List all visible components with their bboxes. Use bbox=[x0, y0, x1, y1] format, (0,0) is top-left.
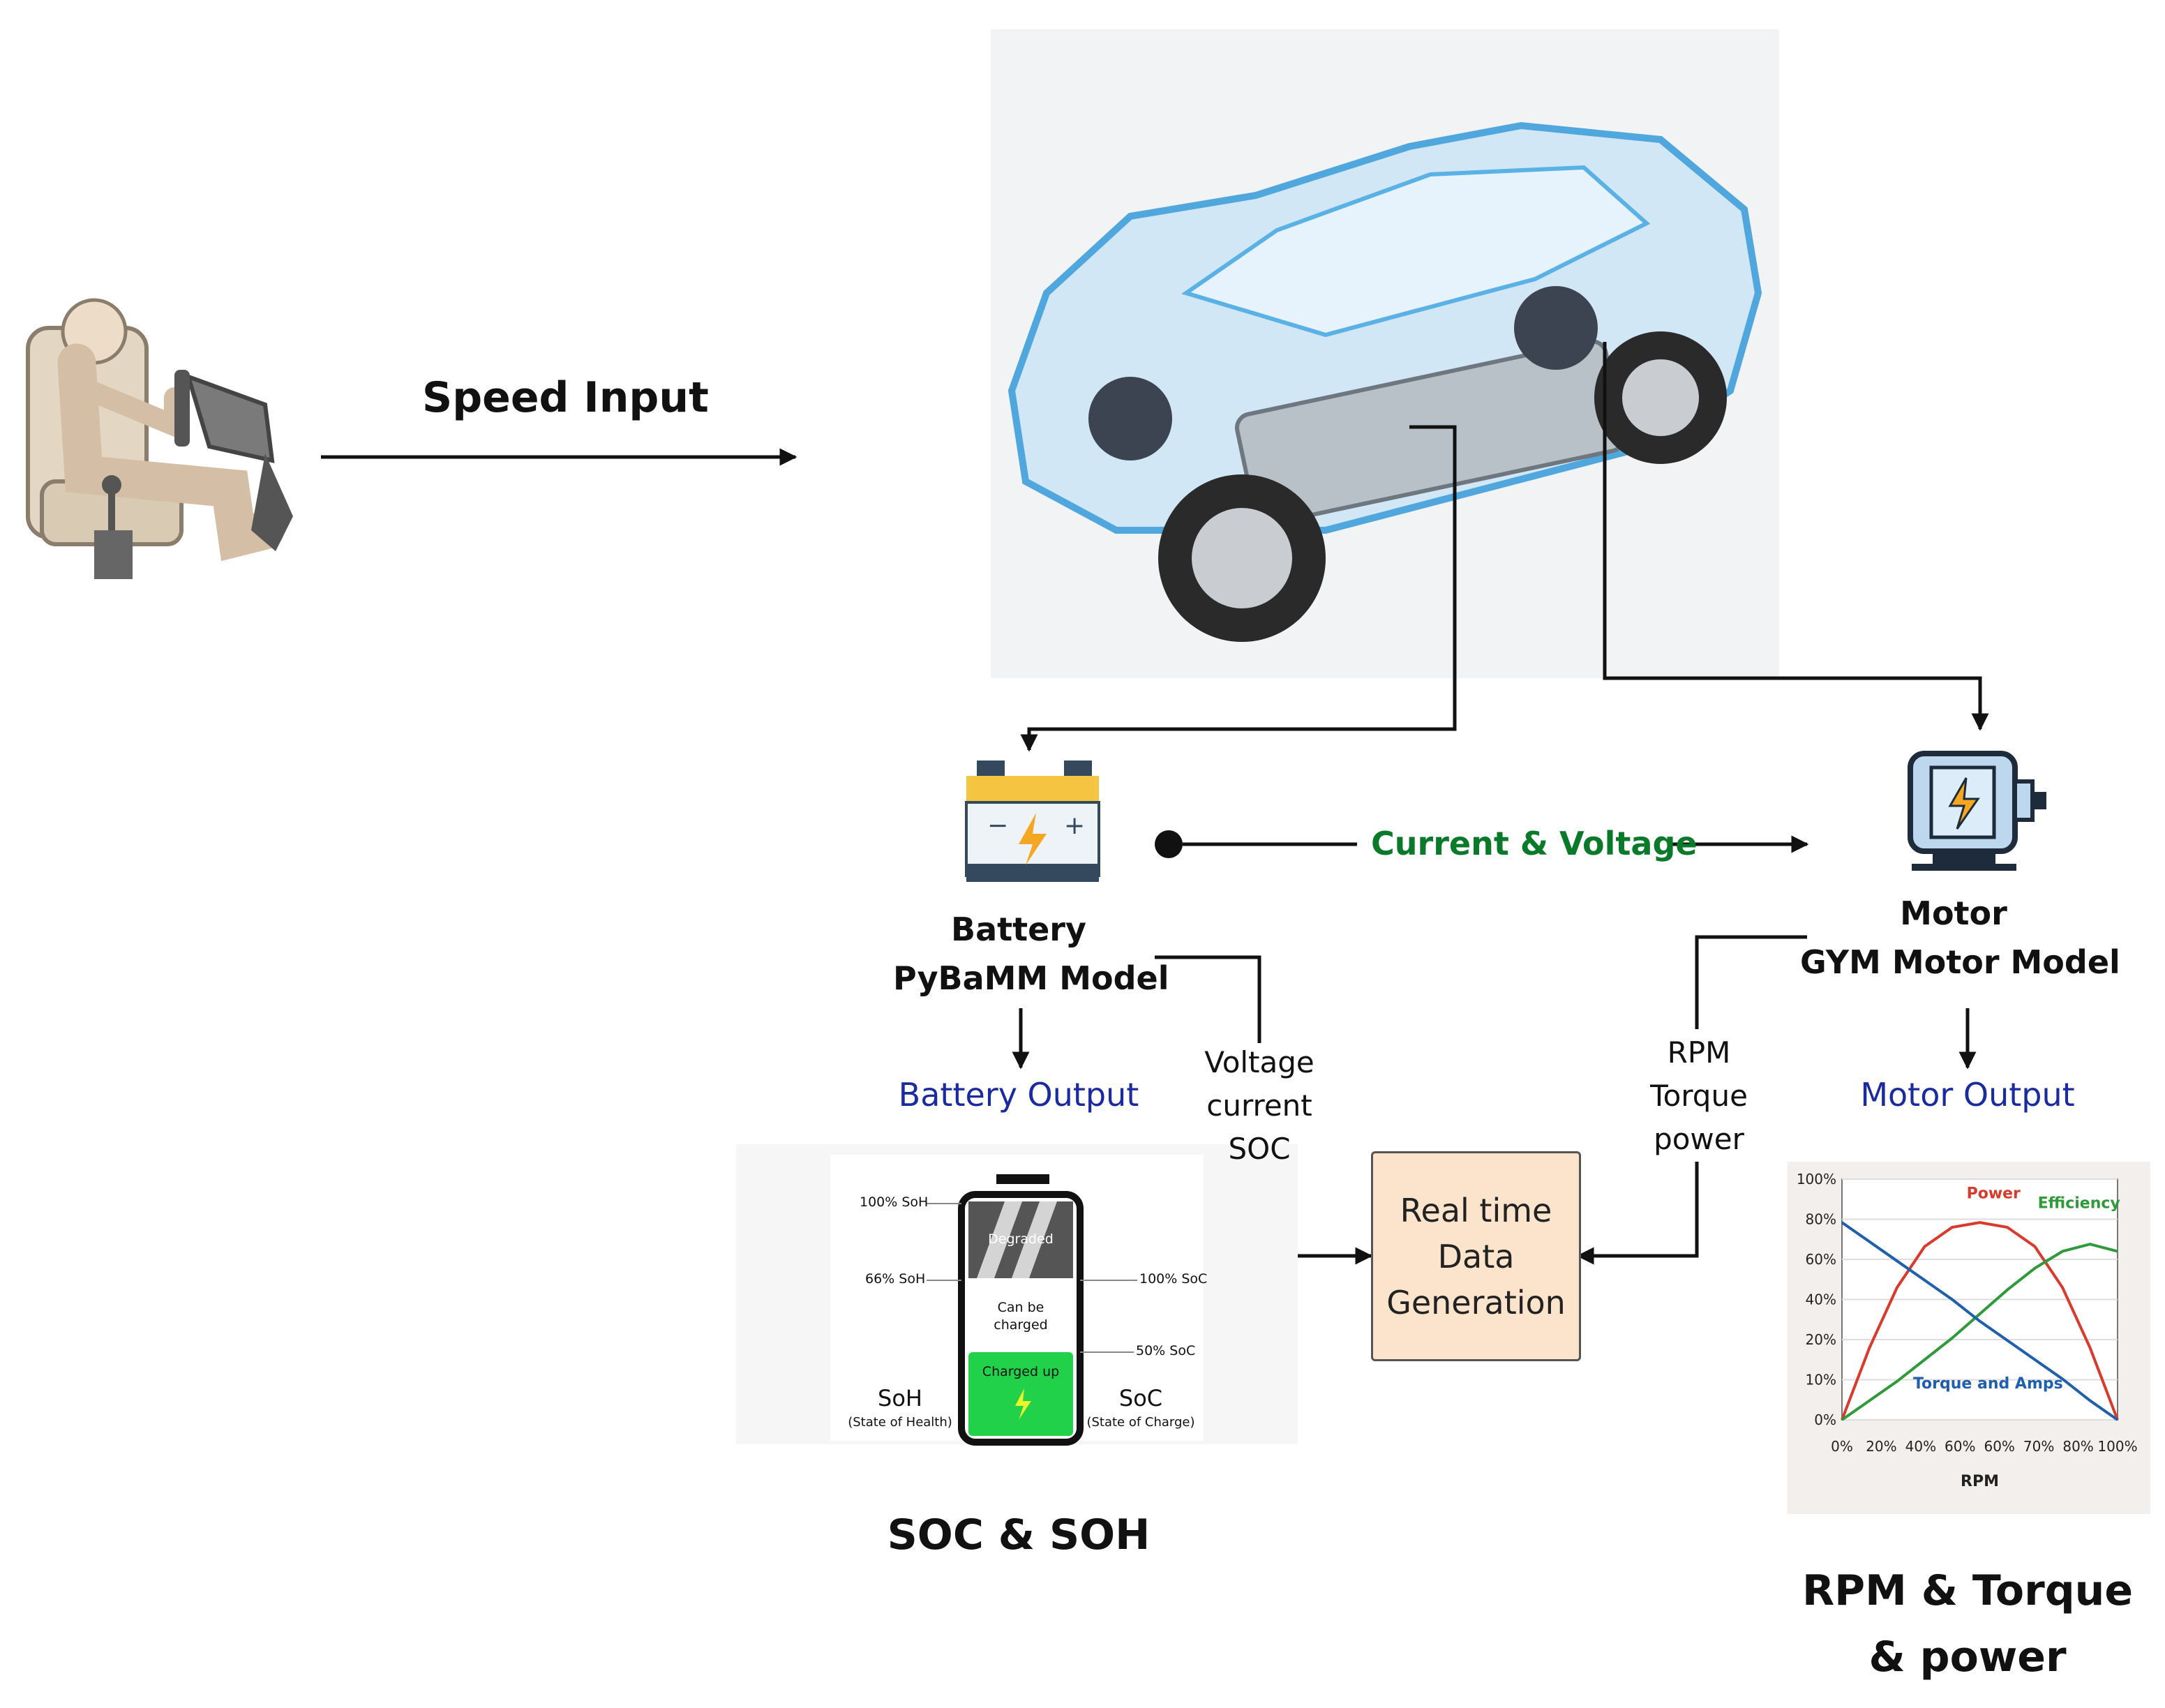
realtime-line2: Data bbox=[1437, 1237, 1515, 1275]
chart-y-tick: 40% bbox=[1806, 1291, 1836, 1308]
motor-output-label: Motor Output bbox=[1860, 1076, 2075, 1114]
soh-66-label: 66% SoH bbox=[865, 1271, 926, 1287]
realtime-data-generation-box: Real time Data Generation bbox=[1371, 1151, 1581, 1361]
soc-label: SoC bbox=[1118, 1385, 1163, 1411]
motor-signals: RPM Torque power bbox=[1626, 1031, 1772, 1161]
soc-soh-caption: SOC & SOH bbox=[887, 1511, 1151, 1559]
chart-series-torque-and-amps bbox=[1841, 1221, 2119, 1421]
battery-title: Battery bbox=[951, 911, 1086, 948]
rpm-torque-power-chart: 0%10%20%40%60%80%100%0%20%40%60%60%70%80… bbox=[1797, 1171, 2138, 1490]
signal-torque: Torque bbox=[1650, 1079, 1748, 1113]
chart-series-label: Efficiency bbox=[2038, 1194, 2120, 1212]
signal-soc: SOC bbox=[1228, 1132, 1291, 1166]
svg-text:−: − bbox=[987, 811, 1008, 840]
chart-series-label: Torque and Amps bbox=[1913, 1375, 2063, 1393]
degraded-label: Degraded bbox=[988, 1231, 1054, 1247]
chart-x-tick: 80% bbox=[2062, 1438, 2093, 1455]
chart-x-label: RPM bbox=[1961, 1473, 1999, 1490]
chart-x-tick: 0% bbox=[1831, 1438, 1853, 1455]
soc-sub-label: (State of Charge) bbox=[1086, 1415, 1195, 1430]
current-voltage-label: Current & Voltage bbox=[1371, 825, 1698, 862]
soc-100-label: 100% SoC bbox=[1139, 1271, 1208, 1287]
signal-rpm: RPM bbox=[1667, 1035, 1731, 1070]
signal-current: current bbox=[1206, 1088, 1312, 1123]
chart-y-tick: 100% bbox=[1797, 1171, 1836, 1188]
motor-title: Motor bbox=[1900, 894, 2007, 932]
chart-series-label: Power bbox=[1967, 1185, 2021, 1203]
signal-power: power bbox=[1654, 1122, 1744, 1156]
chart-x-tick: 60% bbox=[1984, 1438, 2014, 1455]
ev-car-image bbox=[1007, 121, 1762, 642]
speed-input-label: Speed Input bbox=[422, 373, 709, 422]
soc-soh-battery-graphic bbox=[927, 1174, 1137, 1446]
battery-signals: Voltage current SOC bbox=[1186, 1041, 1333, 1171]
chart-y-tick: 0% bbox=[1814, 1411, 1836, 1428]
chart-y-tick: 80% bbox=[1806, 1211, 1836, 1228]
chart-x-tick: 40% bbox=[1905, 1438, 1936, 1455]
driver-icon bbox=[26, 298, 293, 579]
rpm-caption-line2: & power bbox=[1868, 1633, 2067, 1681]
soh-label: SoH bbox=[878, 1385, 922, 1411]
battery-model-label: PyBaMM Model bbox=[893, 959, 1169, 997]
chart-x-tick: 70% bbox=[2023, 1438, 2054, 1455]
chart-x-tick: 60% bbox=[1945, 1438, 1975, 1455]
charged-label: charged bbox=[994, 1317, 1048, 1333]
soh-sub-label: (State of Health) bbox=[848, 1415, 952, 1430]
chart-y-tick: 60% bbox=[1806, 1251, 1836, 1268]
chart-series-efficiency bbox=[1841, 1243, 2118, 1421]
chart-y-tick: 20% bbox=[1806, 1331, 1836, 1348]
battery-output-label: Battery Output bbox=[898, 1076, 1139, 1114]
realtime-line1: Real time bbox=[1400, 1191, 1552, 1229]
battery-icon: − + bbox=[965, 761, 1100, 882]
charged-up-label: Charged up bbox=[982, 1364, 1060, 1379]
chart-x-tick: 20% bbox=[1866, 1438, 1896, 1455]
soh-100-label: 100% SoH bbox=[860, 1194, 929, 1210]
svg-text:+: + bbox=[1064, 811, 1085, 840]
soc-50-label: 50% SoC bbox=[1136, 1343, 1196, 1358]
signal-voltage: Voltage bbox=[1204, 1045, 1314, 1079]
realtime-line3: Generation bbox=[1386, 1283, 1566, 1321]
can-be-label: Can be bbox=[997, 1300, 1044, 1315]
chart-y-tick: 10% bbox=[1806, 1372, 1836, 1388]
chart-x-tick: 100% bbox=[2097, 1438, 2137, 1455]
chart-series-power bbox=[1841, 1221, 2119, 1421]
motor-model-label: GYM Motor Model bbox=[1800, 943, 2120, 981]
motor-icon bbox=[1908, 751, 2046, 871]
rpm-caption-line1: RPM & Torque bbox=[1801, 1566, 2134, 1615]
